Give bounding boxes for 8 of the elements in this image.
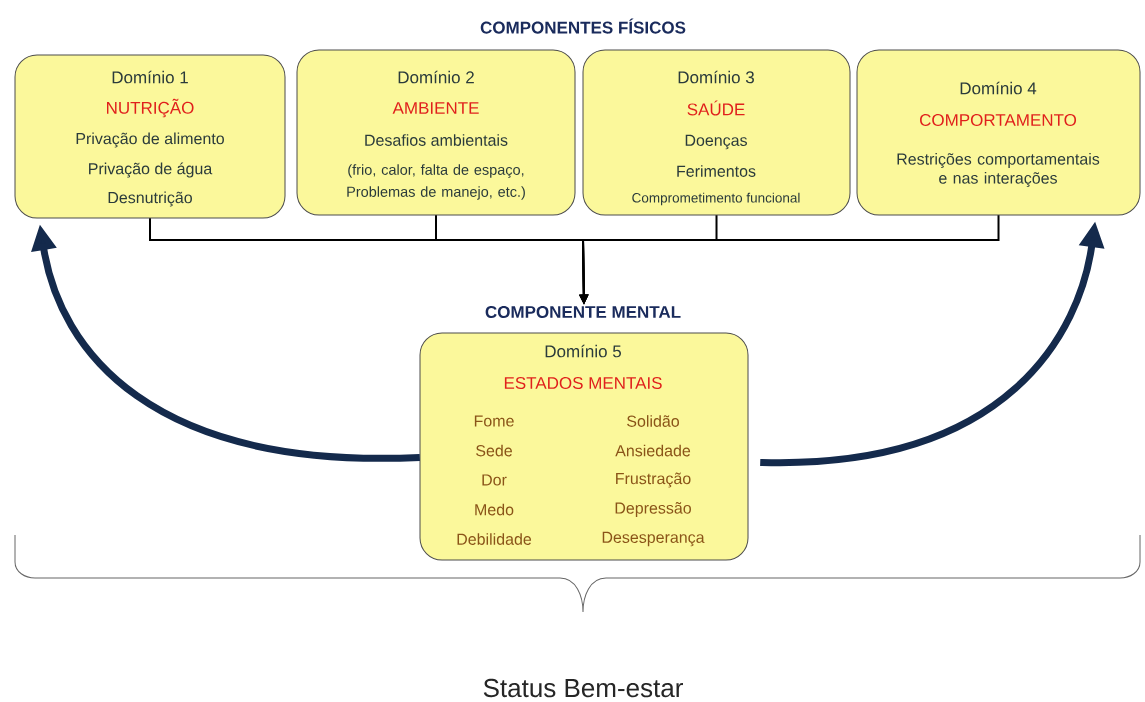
domain-box: Domínio 2 AMBIENTE Desafios ambientais (frio, calor, falta de espaço, Problemas de manejo, etc.) — [296, 49, 576, 216]
heading: COMPONENTES FÍSICOS — [480, 18, 686, 34]
domain-box: Domínio 4 COMPORTAMENTO Restrições comportamentais e nas interações — [856, 49, 1141, 216]
caption-text: Status Bem-estar — [483, 678, 683, 698]
domain-box: Domínio 1 NUTRIÇÃO Privação de alimento Privação de água Desnutrição — [14, 54, 286, 219]
domain-box: COMPONENTE MENTAL Domínio 5 ESTADOS MENTAIS Fome Sede Dor Medo Debilidade Solidão Ansiedade Frustração Depressão Desesperança — [419, 306, 749, 561]
node-label: COMPONENTE MENTAL — [485, 305, 681, 319]
domain-box: Domínio 3 SAÚDE Doenças Ferimentos Comprometimento funcional — [582, 49, 851, 216]
